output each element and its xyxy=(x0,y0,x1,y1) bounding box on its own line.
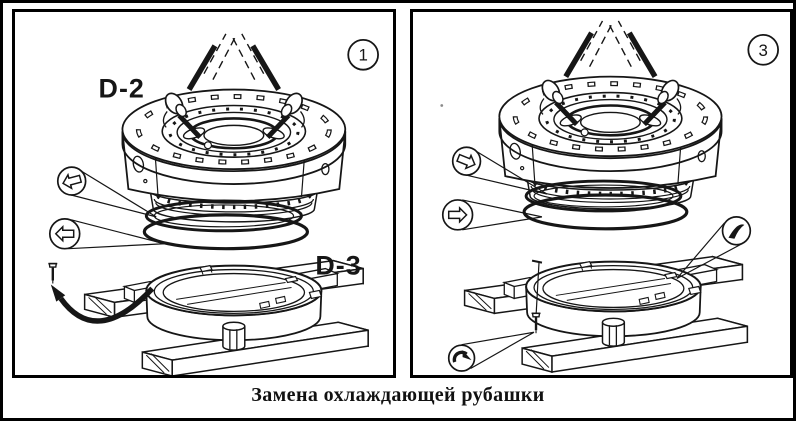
curved-sweep-arrow-icon xyxy=(50,284,66,302)
figure-panel-3: 3 xyxy=(410,9,793,378)
callout-install-upper xyxy=(451,146,548,195)
step-number: 1 xyxy=(358,46,367,65)
label-d3: D-3 xyxy=(315,251,361,281)
callout-remove-lower xyxy=(48,218,165,250)
step-number-badge: 3 xyxy=(747,33,779,66)
step-number: 3 xyxy=(759,41,768,60)
figure-panel-1: D-2 D-3 1 xyxy=(12,9,396,378)
scan-speck xyxy=(440,104,444,107)
callout-remove-upper xyxy=(56,166,157,218)
arrow-wedge-filled-icon xyxy=(728,224,745,239)
o-ring-seals xyxy=(522,179,689,231)
clamp-ring-on-stand-drawing xyxy=(463,255,749,374)
callout-install-lower xyxy=(441,199,543,231)
figure-caption: Замена охлаждающей рубашки xyxy=(251,384,545,406)
callout-screw-in xyxy=(447,331,535,372)
unscrew-sweep xyxy=(47,262,155,324)
o-ring-seals xyxy=(142,199,310,251)
step-number-badge: 1 xyxy=(347,38,379,71)
callout-clamp xyxy=(676,216,752,280)
cooling-jacket-drawing xyxy=(122,34,345,222)
label-d2: D-2 xyxy=(99,74,145,104)
screw-icon xyxy=(47,262,59,285)
rotate-clockwise-arrow-icon xyxy=(452,350,472,363)
hanging-screw xyxy=(530,259,543,335)
